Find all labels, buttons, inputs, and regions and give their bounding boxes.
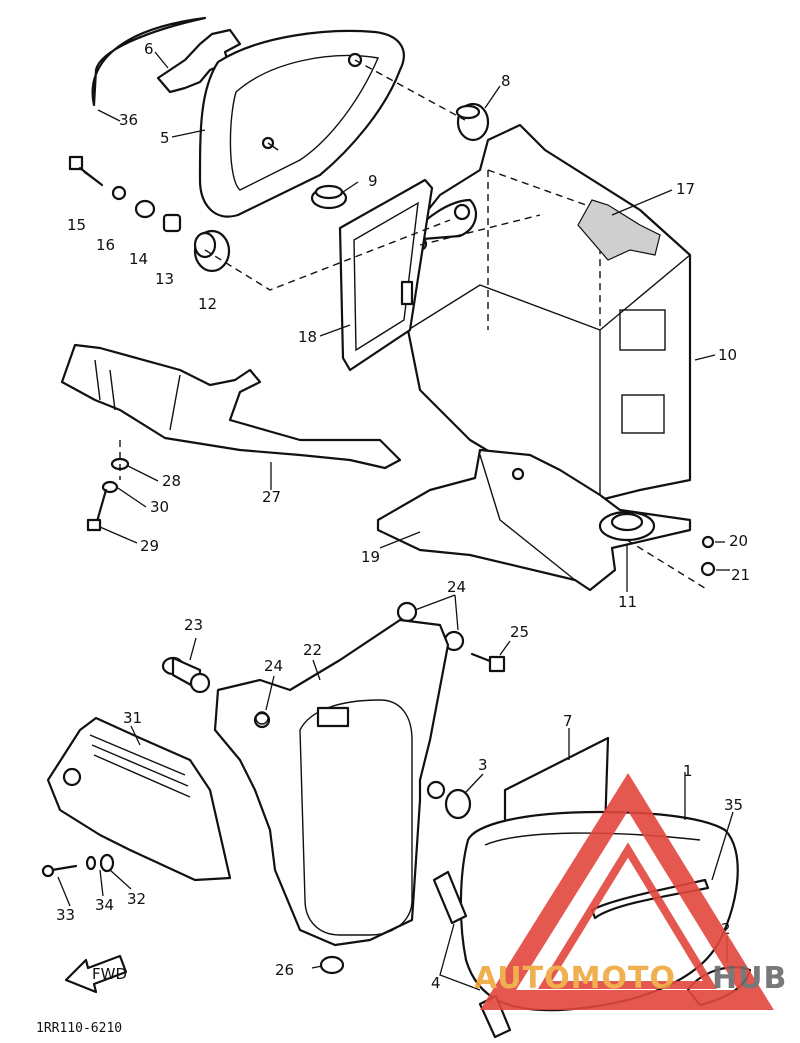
- callout-21: 21: [731, 566, 750, 584]
- battery-box-10: [398, 123, 692, 502]
- watermark-triangle-icon: [479, 773, 774, 1010]
- callout-7: 7: [563, 712, 573, 730]
- callout-27: 27: [262, 488, 281, 506]
- callout-9: 9: [368, 172, 378, 190]
- callout-labels: 1 2 3 4 5 6 7 8 9 10 11 12 13 14 15 16 1…: [56, 40, 750, 992]
- callout-26: 26: [275, 961, 294, 979]
- air-box-22: [213, 618, 450, 947]
- callout-4: 4: [431, 974, 441, 992]
- callout-35: 35: [724, 796, 743, 814]
- grommet-3: [444, 788, 472, 820]
- automotohub-watermark: AUTOMOTO HUB: [474, 773, 787, 1010]
- callout-30: 30: [150, 498, 169, 516]
- diagram-code: 1RR110-6210: [36, 1021, 122, 1036]
- collar-13: [162, 213, 182, 233]
- callout-28: 28: [162, 472, 181, 490]
- callout-14: 14: [129, 250, 148, 268]
- nut-21: [700, 561, 716, 577]
- side-cover-31: [46, 716, 232, 882]
- callout-8: 8: [501, 72, 511, 90]
- callout-20: 20: [729, 532, 748, 550]
- callout-24b: 24: [264, 657, 283, 675]
- watermark-text-2: HUB: [712, 961, 787, 996]
- washer-32: [99, 853, 115, 873]
- bracket-18: [338, 178, 434, 372]
- screw-29: [86, 488, 108, 532]
- washer-24-c: [255, 711, 269, 725]
- svg-text:FWD: FWD: [92, 965, 127, 983]
- fwd-arrow: FWD: [64, 954, 128, 994]
- callout-25: 25: [510, 623, 529, 641]
- callout-5: 5: [160, 129, 170, 147]
- callout-19: 19: [361, 548, 380, 566]
- callout-16: 16: [96, 236, 115, 254]
- damper-4: [432, 870, 468, 925]
- washer-34: [85, 855, 97, 871]
- callout-1: 1: [683, 762, 693, 780]
- collar-23: [161, 656, 211, 694]
- grommet-26: [319, 955, 345, 975]
- callout-10: 10: [718, 346, 737, 364]
- pad-17: [577, 199, 661, 261]
- side-cover-5: [198, 29, 405, 218]
- callout-33: 33: [56, 906, 75, 924]
- washer-14: [134, 199, 156, 219]
- trim-strip-36: [91, 16, 207, 107]
- tray-19: [376, 448, 692, 592]
- callout-15: 15: [67, 216, 86, 234]
- callout-6: 6: [144, 40, 154, 58]
- callout-13: 13: [155, 270, 174, 288]
- callout-22: 22: [303, 641, 322, 659]
- bracket-27: [60, 343, 402, 470]
- callout-17: 17: [676, 180, 695, 198]
- callout-12: 12: [198, 295, 217, 313]
- screw-33: [41, 864, 78, 878]
- callout-29: 29: [140, 537, 159, 555]
- bolt-25: [470, 652, 506, 673]
- callout-34: 34: [95, 896, 114, 914]
- bolt-15: [68, 155, 104, 187]
- washer-16: [111, 185, 127, 201]
- washer-24-a: [396, 601, 418, 623]
- watermark-text-1: AUTOMOTO: [474, 961, 676, 996]
- callout-3: 3: [478, 756, 488, 774]
- callout-2: 2: [721, 920, 731, 938]
- callout-24a: 24: [447, 578, 466, 596]
- callout-11: 11: [618, 593, 637, 611]
- bolt-20: [701, 535, 715, 549]
- callout-23: 23: [184, 616, 203, 634]
- callout-36: 36: [119, 111, 138, 129]
- callout-18: 18: [298, 328, 317, 346]
- callout-32: 32: [127, 890, 146, 908]
- emblem-6: [156, 28, 242, 94]
- callout-31: 31: [123, 709, 142, 727]
